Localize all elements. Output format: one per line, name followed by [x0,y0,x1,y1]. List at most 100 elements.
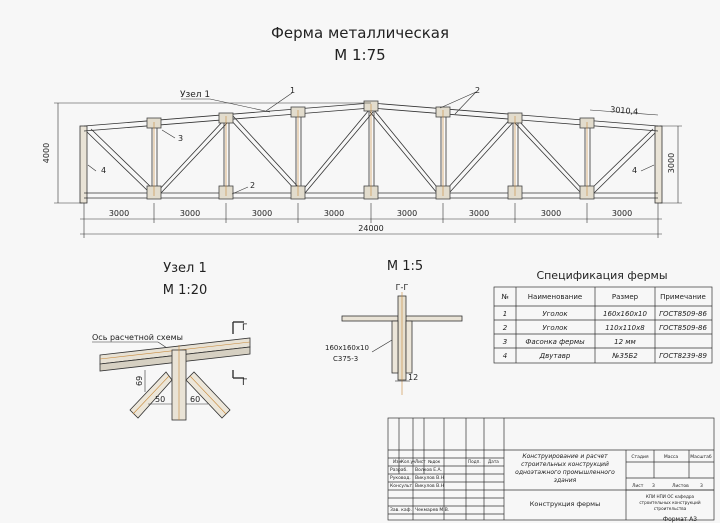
spec-header-note: Примечание [660,293,706,301]
member-axes [153,104,588,196]
spec-cell: Двутавр [539,352,571,360]
part-2-callout: 2 [475,86,480,95]
stamp-col-sign: Подп. [468,459,481,464]
project-title-line: строительных конструкций [521,461,609,468]
node-detail: Ось расчетной схемы [92,321,251,421]
drawing-title: Ферма металлическая [271,24,449,42]
node-callout-label: Узел 1 [180,90,210,100]
bay-dim-6: 3000 [469,209,489,218]
stage-header: Стадия [631,454,649,460]
sheets-count: 3 [700,483,703,489]
spec-cell: 2 [503,324,508,332]
spec-header-name: Наименование [528,293,582,301]
project-title-line: Конструирование и расчет [522,453,608,460]
stamp-name: Волков Е.А. [415,467,442,473]
spec-cell: 160х160х10 [603,310,647,318]
spec-cell: ГОСТ8509-86 [659,324,707,332]
sheet-number: 3 [652,483,655,489]
truss-callouts: Узел 1 1 2 3 2 4 4 [87,86,655,195]
spec-header-no: № [501,293,508,301]
spec-header-size: Размер [612,293,639,301]
sheet-label: Лист [632,483,644,489]
stamp-col-date: Дата [488,459,499,464]
stamp-role: Руковод. [390,475,411,481]
section-detail [341,292,463,395]
truss-verticals [151,105,591,193]
project-title-line: здания [554,477,577,484]
spec-cell: ГОСТ8509-86 [659,310,707,318]
section-profile-2: С375-3 [333,355,358,363]
spec-cell: 12 мм [614,338,636,346]
stamp-role: Разраб. [390,467,408,473]
total-span-dim: 24000 [358,224,383,233]
part-3-callout: 3 [178,134,183,143]
dim-69: 69 [135,376,144,386]
stamp-name: Чекмарев М.В. [415,507,449,513]
drawing-scale: М 1:75 [334,46,385,64]
part-1-callout: 1 [290,86,295,95]
part-4-left-callout: 4 [101,166,106,175]
org-line: строительства [654,506,687,511]
left-column [79,125,88,204]
diag-length-dim: 3010,4 [610,105,639,116]
bay-dim-7: 3000 [541,209,561,218]
org-line: КПИ НПИ ОС кафедра [646,494,695,499]
stamp-role: Зав. каф. [390,507,412,513]
stamp-col-kol: Кол.уч [401,459,416,464]
dim-50: 50 [155,395,165,404]
stamp-role: Консульт. [390,483,414,489]
spec-cell: ГОСТ8239-89 [659,352,707,360]
bay-dim-2: 3000 [180,209,200,218]
height-dimensions [54,102,682,204]
height-right-dim: 3000 [667,153,676,173]
truss-elevation [79,100,663,204]
sheet-format: Формат А3 [663,516,697,523]
spec-table [493,286,713,364]
part-2b-callout: 2 [250,181,255,190]
node-view-title: Узел 1 [163,261,207,276]
bay-dim-5: 3000 [397,209,417,218]
spec-cell: Фасонка фермы [525,338,585,346]
mass-header: Масса [664,454,679,460]
spec-cell: 110х110х8 [605,324,645,332]
spec-cell: 3 [503,338,507,346]
part-4-right-callout: 4 [632,166,637,175]
section-cut-label: Г-Г [396,283,409,292]
bay-dimension-line [80,203,662,238]
section-dim-12: 12 [408,373,418,382]
title-block [387,417,715,521]
bay-dim-3: 3000 [252,209,272,218]
scale-header: Масштаб [690,454,712,460]
bay-dim-8: 3000 [612,209,632,218]
spec-cell: Уголок [542,324,568,332]
right-column [654,125,663,204]
stamp-col-izm: Изм [393,459,402,464]
sheet-name: Конструкция фермы [530,500,600,508]
stamp-text: Изм Кол.уч Лист №док Подп. Дата Разраб. … [390,453,712,513]
org-line: строительных конструкций [639,500,701,505]
section-view-scale: М 1:5 [387,259,423,274]
sheets-label: Листов [672,483,689,489]
bay-dim-1: 3000 [109,209,129,218]
stamp-name: Викулов В.Н [415,475,444,481]
cut-mark-top: Г [242,323,248,333]
stamp-name: Викулов В.Н [415,483,444,489]
stamp-col-doc: №док [428,459,441,464]
dim-60: 60 [190,395,200,404]
spec-cell: 1 [503,310,507,318]
spec-cell: 4 [503,352,507,360]
truss-diagonals [86,109,656,194]
bay-dim-4: 3000 [324,209,344,218]
axis-label: Ось расчетной схемы [92,333,183,342]
spec-cell: Уголок [542,310,568,318]
spec-cell: №35Б2 [611,352,638,360]
project-title-line: одноэтажного промышленного [515,469,615,476]
stamp-col-list: Лист [415,459,426,464]
spec-title: Спецификация фермы [536,269,667,282]
node-view-scale: М 1:20 [163,283,208,298]
section-profile-1: 160х160х10 [325,344,369,352]
cut-mark-bottom: Г [242,378,248,388]
height-left-dim: 4000 [42,143,51,163]
